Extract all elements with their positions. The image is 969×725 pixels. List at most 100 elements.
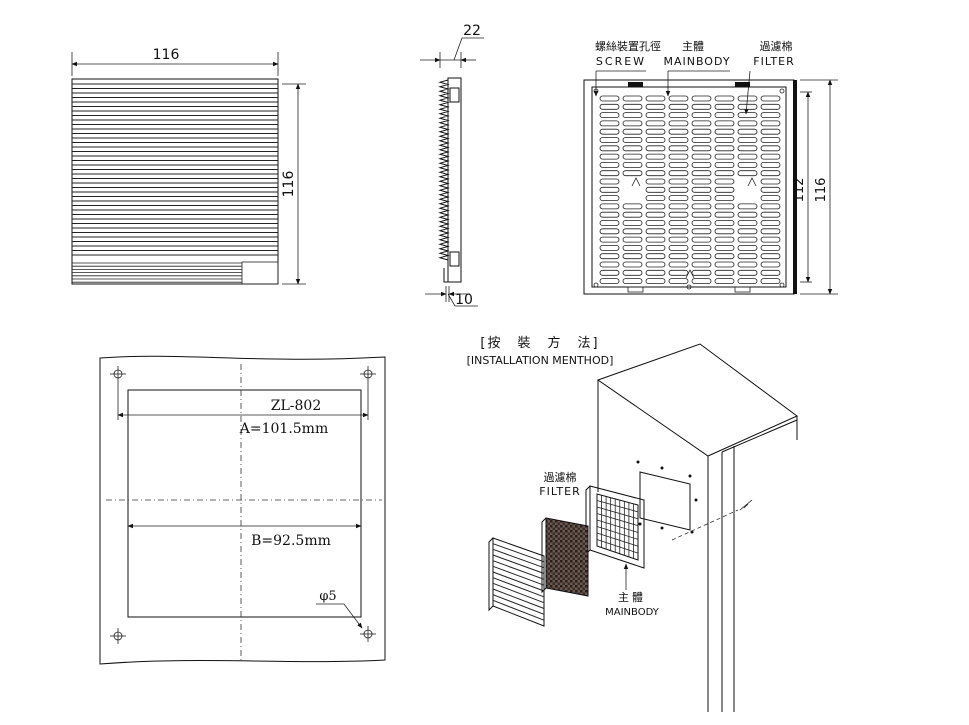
vent-slot: [714, 137, 735, 143]
vent-slot: [760, 153, 781, 160]
mesh-line: [596, 519, 639, 533]
rear-frame-inner: [591, 86, 787, 288]
screw-label-zh: 螺絲裝置孔徑: [595, 39, 661, 53]
front-width-dim: 116: [153, 47, 180, 63]
vent-slot: [668, 236, 689, 243]
vent-slot: [622, 112, 643, 118]
vent-slot: [599, 244, 620, 251]
vent-slot: [691, 112, 712, 118]
screw-hole: [593, 88, 599, 94]
mainbody-label-zh: 主體: [682, 40, 704, 53]
vent-slot: [691, 220, 712, 226]
vent-slot: [599, 120, 620, 127]
vent-slot: [622, 161, 643, 168]
screw-label-en: SCREW: [596, 55, 646, 68]
mesh-line: [596, 506, 639, 520]
mesh-line: [596, 539, 639, 554]
vent-slot: [645, 220, 666, 226]
grille-slats: [72, 83, 278, 283]
vent-slot: [714, 261, 735, 268]
vent-slot: [599, 228, 620, 235]
vent-slot: [622, 153, 643, 160]
vent-slot: [645, 170, 666, 177]
vent-slot: [760, 161, 781, 168]
vent-slot: [622, 228, 643, 235]
vent-slot: [737, 120, 758, 127]
vent-slot: [691, 278, 712, 285]
vent-slot: [668, 269, 689, 276]
vent-slot: [622, 203, 643, 210]
vent-slot: [737, 161, 758, 168]
vent-slot: [691, 211, 712, 218]
vent-slot: [599, 170, 620, 177]
installation-title-en: [INSTALLATION MENTHOD]: [467, 354, 614, 367]
vent-slot: [737, 203, 758, 210]
vent-slot: [622, 269, 643, 276]
installation-drawing: [按 裝 方 法] [INSTALLATION MENTHOD] 過濾棉 FIL…: [467, 335, 798, 712]
front-grille-outline: [71, 78, 279, 285]
vent-slot: [760, 261, 781, 268]
vent-slot: [760, 228, 781, 235]
vent-slot: [691, 261, 712, 268]
vent-slot: [691, 153, 712, 160]
vent-slot: [714, 112, 735, 118]
vent-slot: [714, 178, 735, 185]
vent-slot: [645, 145, 666, 152]
mainbody-label-en: MAINBODY: [663, 55, 730, 68]
vent-slot: [599, 195, 620, 202]
slat-line: [492, 594, 545, 615]
vent-slot: [622, 244, 643, 251]
slat-profile: [438, 79, 450, 261]
vent-slot: [668, 278, 689, 285]
vent-slot: [645, 236, 666, 243]
mainbody-zh: 主體: [618, 591, 646, 604]
filter-label-zh: 過濾棉: [760, 39, 793, 53]
vent-slot: [737, 153, 758, 160]
mainbody-frame: [589, 485, 645, 569]
vent-slot: [668, 178, 689, 185]
vent-slot: [645, 253, 666, 260]
vent-slot: [691, 253, 712, 260]
vent-slot: [714, 220, 735, 226]
cabinet-holes: [636, 460, 698, 534]
vent-slot: [737, 253, 758, 260]
vent-slot: [691, 244, 712, 251]
vent-slot: [760, 278, 781, 285]
vent-slot: [691, 145, 712, 152]
vent-slot: [691, 161, 712, 168]
vent-slot: [599, 278, 620, 285]
panel-outline: [99, 355, 386, 665]
slat-line: [492, 565, 545, 586]
slat-line: [492, 599, 545, 621]
vent-slot: [668, 228, 689, 235]
vent-slot: [668, 137, 689, 143]
vent-slot: [668, 253, 689, 260]
vent-slot: [622, 145, 643, 152]
vent-slot: [737, 244, 758, 251]
vent-slot: [760, 244, 781, 251]
vent-slot: [622, 128, 643, 135]
vent-slot: [645, 186, 666, 193]
vent-slot: [737, 112, 758, 118]
slat-line: [492, 554, 545, 574]
vent-slot: [668, 120, 689, 127]
vent-slot: [760, 269, 781, 276]
filter-label-en: FILTER: [753, 55, 795, 68]
side-view: 22 10: [420, 23, 484, 308]
mesh-line: [596, 526, 639, 540]
vent-slot: [668, 153, 689, 160]
vent-slot: [714, 145, 735, 152]
vent-slot: [691, 236, 712, 243]
slat-line: [492, 588, 545, 609]
cabinet-top: [596, 343, 798, 457]
vent-slot: [599, 220, 620, 226]
front-view: 116 116: [71, 47, 306, 285]
screw-icon: [739, 499, 753, 511]
vent-slot: [691, 137, 712, 143]
vent-slot: [691, 128, 712, 135]
rear-slot-grid: [599, 95, 781, 285]
cabinet-cutout: [639, 471, 691, 531]
vent-slot: [599, 269, 620, 276]
vent-slot: [645, 278, 666, 285]
vent-slot: [714, 128, 735, 135]
